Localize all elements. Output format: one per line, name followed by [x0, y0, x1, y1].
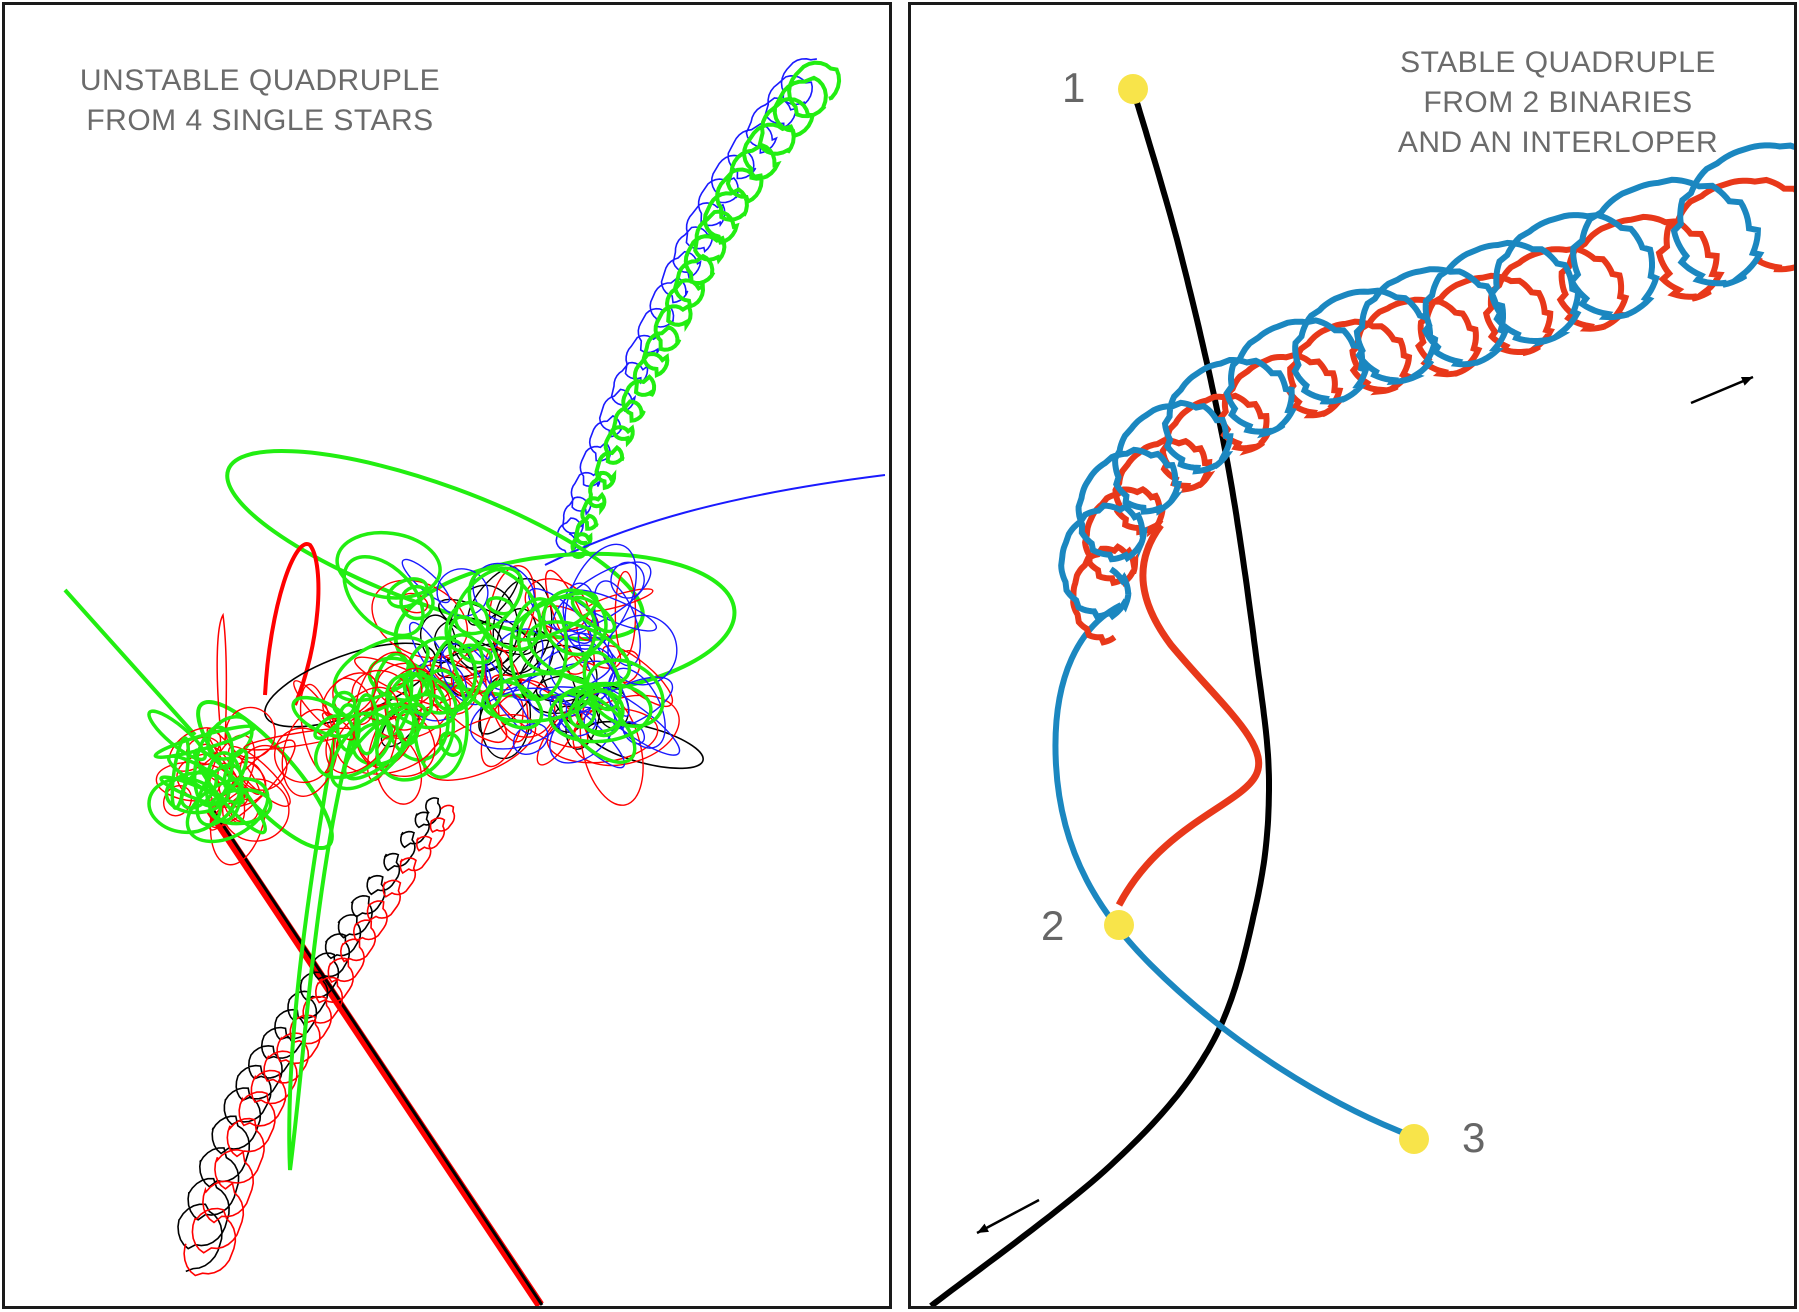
green-escape-track — [63, 588, 197, 737]
green-tangle — [342, 554, 425, 638]
green-tangle — [153, 724, 257, 760]
green-tangle — [179, 767, 219, 810]
blue-escape-track — [544, 474, 886, 566]
orbit-tracks — [63, 57, 886, 1306]
binary-loop-track-red — [1070, 176, 1794, 646]
green-tangle — [510, 591, 599, 642]
green-tangle — [585, 658, 665, 728]
blue-tangle — [552, 561, 652, 633]
blue-tangle — [577, 632, 630, 717]
star1-trajectory — [929, 88, 1272, 1306]
binary-loop-track-blue — [1058, 142, 1794, 621]
right-panel-title: STABLE QUADRUPLE FROM 2 BINARIES AND AN … — [1397, 46, 1719, 159]
blue-tangle — [570, 589, 658, 632]
green-tangle — [438, 731, 463, 757]
red-tangle — [273, 727, 332, 784]
black-escape-track — [211, 809, 544, 1306]
red-tail-track — [183, 804, 456, 1277]
orbit-tracks — [929, 74, 1794, 1306]
green-tangle — [570, 595, 617, 634]
direction-arrow-right — [1690, 375, 1754, 405]
green-tangle — [558, 689, 637, 764]
green-tangle — [313, 714, 342, 740]
green-tangle — [385, 672, 458, 730]
direction-arrow-left — [976, 1198, 1040, 1235]
star-marker-2 — [1104, 910, 1134, 940]
red-tangle — [225, 706, 276, 759]
green-tangle — [192, 725, 235, 808]
red-loop — [263, 542, 321, 706]
marker-label-2: 2 — [1041, 902, 1065, 949]
green-tail-track — [570, 60, 842, 560]
green-tangle — [170, 736, 191, 810]
star2-trajectory — [1115, 522, 1263, 907]
black-tangle — [492, 577, 553, 675]
green-tangle — [335, 530, 442, 600]
green-tangle — [453, 566, 524, 636]
green-tangle — [526, 620, 632, 688]
green-tangle — [208, 788, 273, 826]
green-tangle — [447, 615, 504, 709]
green-tangle — [567, 699, 597, 729]
green-tangle — [575, 689, 625, 734]
marker-label-1: 1 — [1062, 64, 1086, 111]
unstable-quadruple-panel: UNSTABLE QUADRUPLE FROM 4 SINGLE STARS — [2, 2, 892, 1309]
red-tangle — [480, 694, 524, 768]
stable-quadruple-panel: STABLE QUADRUPLE FROM 2 BINARIES AND AN … — [908, 2, 1797, 1309]
green-loop-long — [287, 724, 357, 1171]
marker-label-3: 3 — [1462, 1114, 1486, 1161]
red-tangle — [281, 708, 339, 797]
green-loop — [196, 699, 334, 851]
green-tangle — [329, 702, 416, 791]
red-tangle — [322, 672, 377, 720]
direction-arrow-left-head — [977, 1223, 989, 1233]
green-tangle — [399, 584, 435, 621]
green-tangle — [386, 577, 429, 609]
green-tangle — [342, 702, 427, 781]
green-tangle — [147, 709, 207, 762]
left-panel-title: UNSTABLE QUADRUPLE FROM 4 SINGLE STARS — [79, 64, 441, 137]
star-marker-1 — [1118, 74, 1148, 104]
red-tangle — [162, 784, 193, 817]
direction-arrow-right-head — [1741, 376, 1753, 386]
blue-tangle — [469, 687, 568, 750]
star3-trajectory — [1052, 602, 1411, 1138]
unstable-orbit-plot — [63, 57, 886, 1306]
red-escape-track — [206, 807, 544, 1306]
blue-tangle — [528, 588, 592, 644]
blue-tangle — [607, 614, 678, 686]
stable-orbit-plot — [929, 74, 1794, 1306]
red-tangle — [299, 683, 335, 774]
green-tangle — [429, 633, 485, 713]
red-loop — [216, 612, 228, 746]
green-tangle — [484, 679, 544, 730]
star-marker-3 — [1399, 1124, 1429, 1154]
